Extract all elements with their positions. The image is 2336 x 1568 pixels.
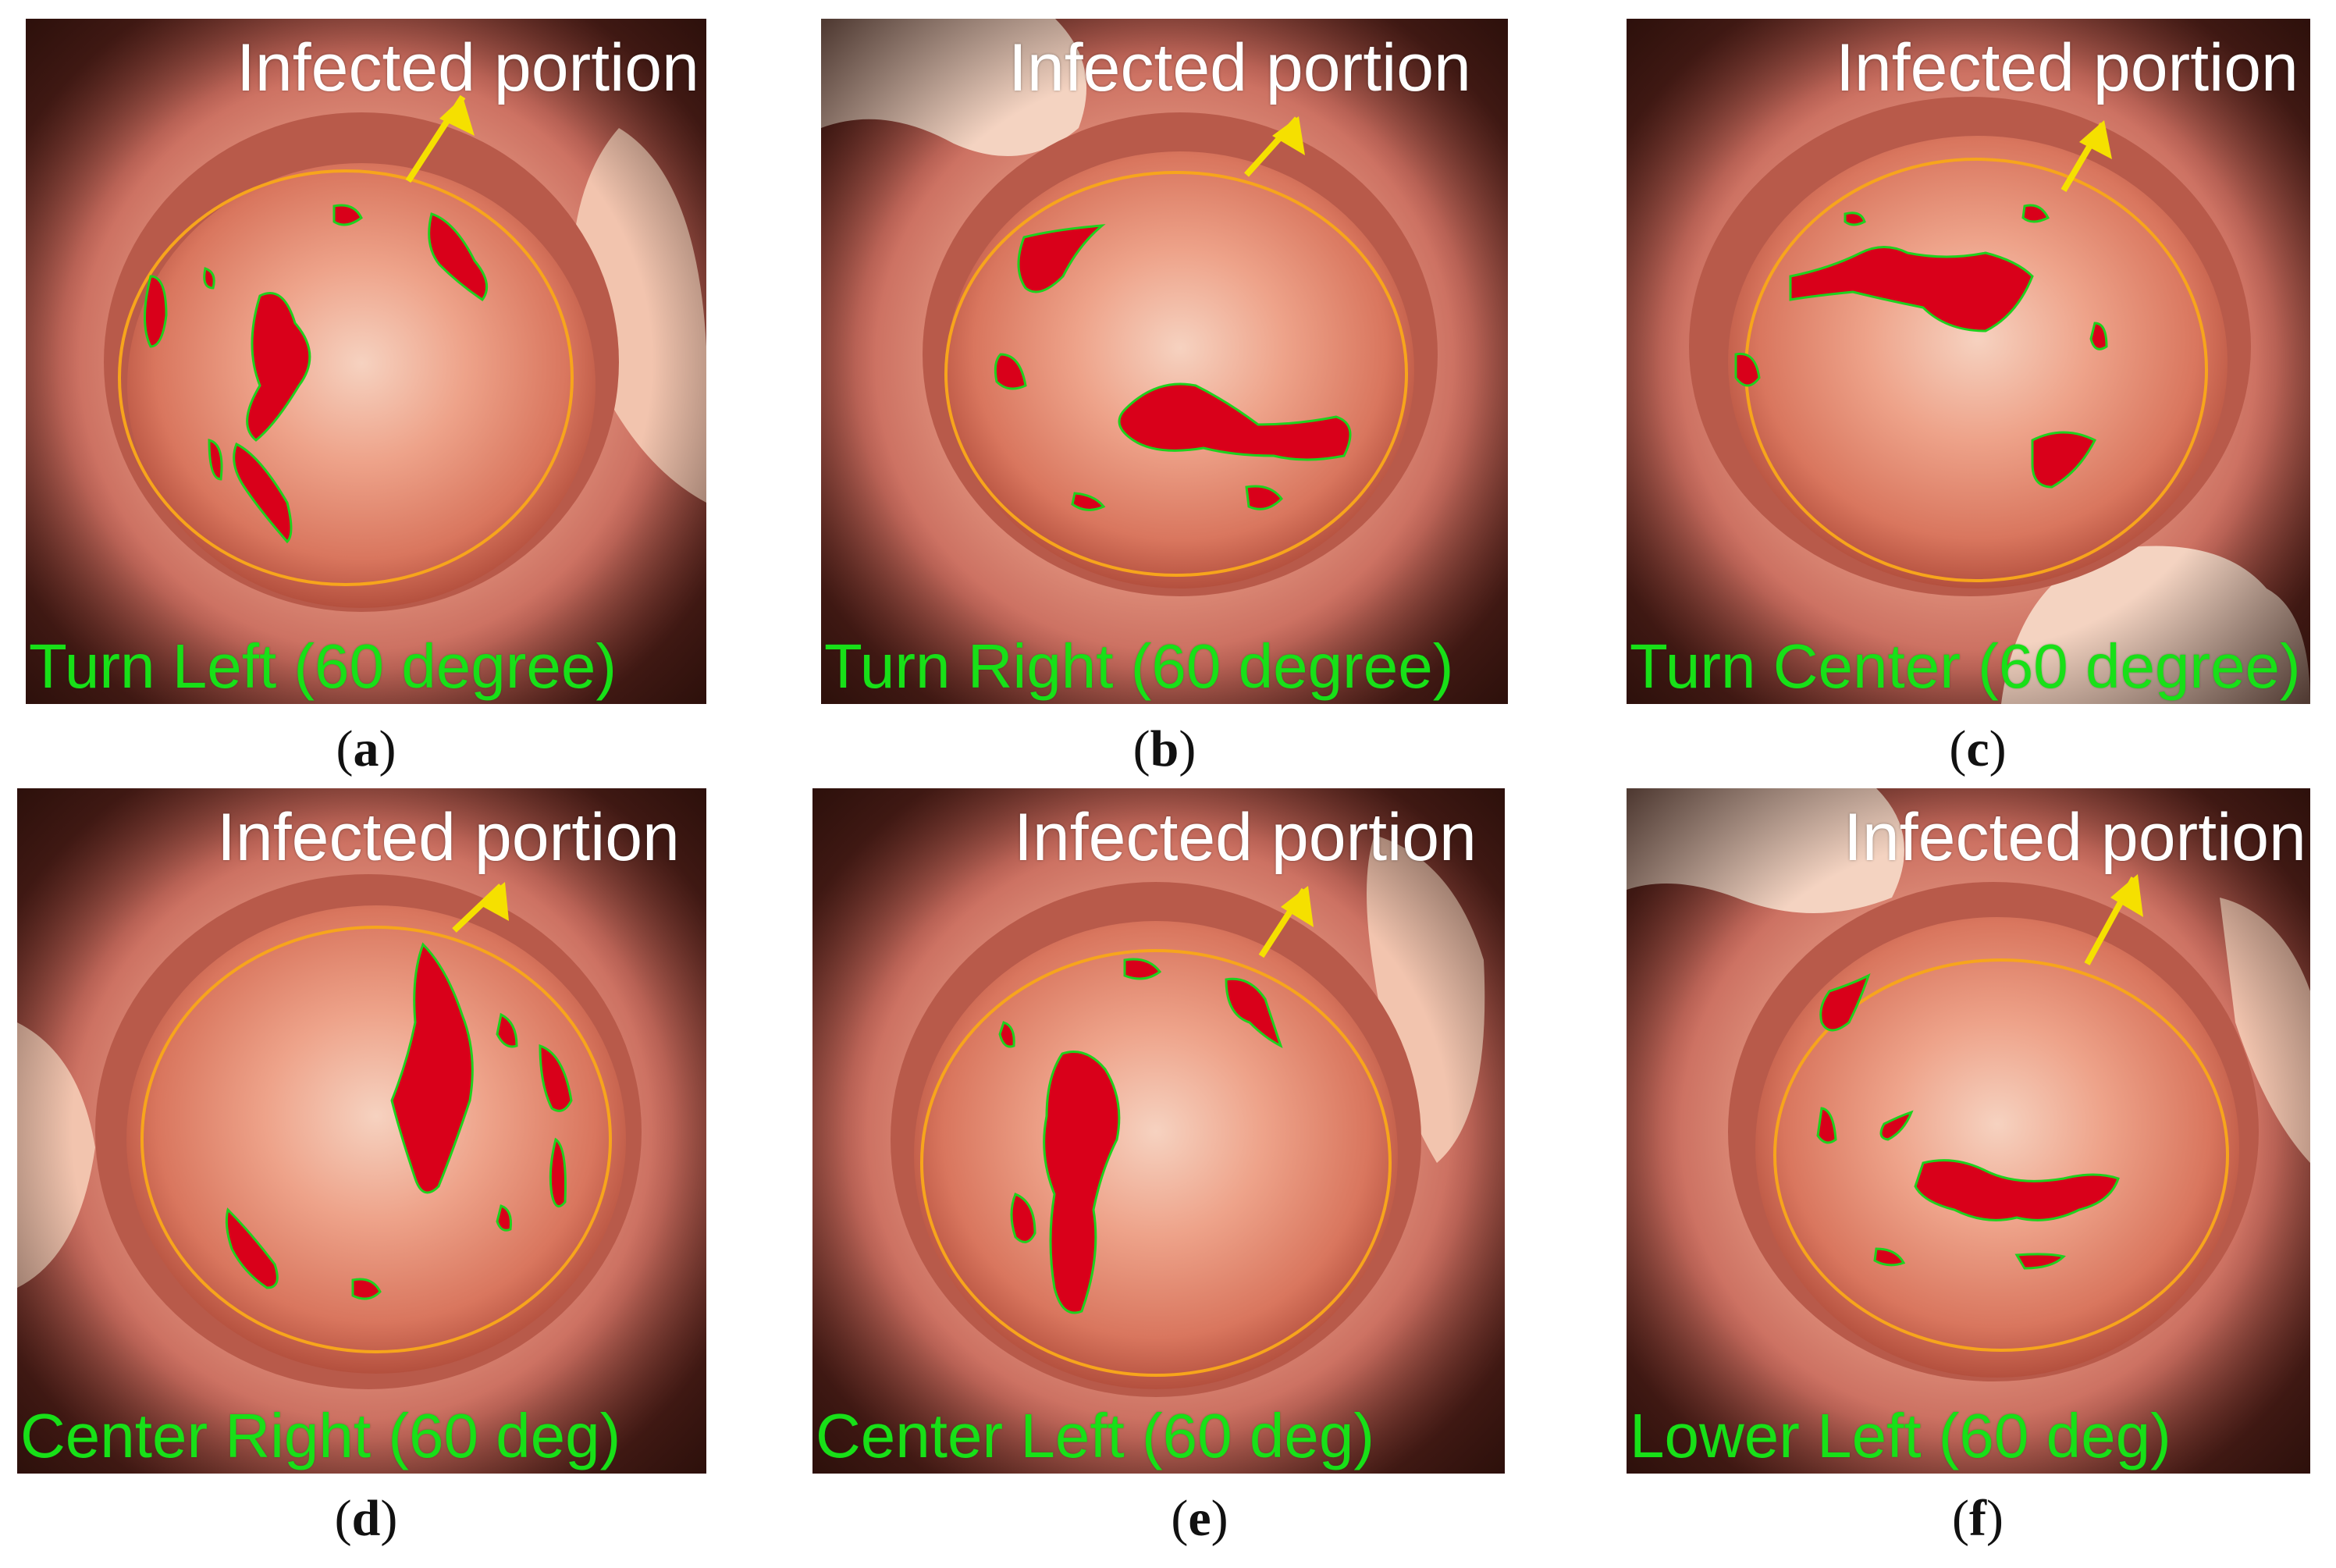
- view-angle-label: Lower Left (60 deg): [1630, 1401, 2171, 1470]
- caption-f: (f): [1952, 1490, 2004, 1547]
- view-angle-label: Turn Left (60 degree): [29, 631, 617, 701]
- view-angle-label: Center Right (60 deg): [20, 1401, 621, 1470]
- colposcopy-image-d: [17, 788, 706, 1474]
- panel-title: Infected portion: [236, 30, 699, 105]
- image-panel-a: Infected portion Turn Left (60 degree): [26, 19, 706, 704]
- image-panel-d: Infected portion Center Right (60 deg): [17, 788, 706, 1474]
- view-angle-label: Turn Center (60 degree): [1630, 631, 2301, 701]
- panel-title: Infected portion: [1008, 30, 1471, 105]
- caption-letter: a: [353, 720, 379, 777]
- caption-letter: e: [1188, 1490, 1211, 1547]
- caption-letter: b: [1150, 720, 1179, 777]
- view-angle-label: Center Left (60 deg): [816, 1401, 1374, 1470]
- panel-title: Infected portion: [1836, 30, 2299, 105]
- panel-title: Infected portion: [1014, 800, 1477, 875]
- colposcopy-image-b: [821, 19, 1508, 704]
- caption-d: (d): [334, 1490, 398, 1547]
- image-panel-e: Infected portion Center Left (60 deg): [812, 788, 1505, 1474]
- image-panel-f: Infected portion Lower Left (60 deg): [1627, 788, 2310, 1474]
- colposcopy-image-f: [1627, 788, 2310, 1474]
- caption-a: (a): [336, 720, 396, 777]
- caption-b: (b): [1132, 720, 1196, 777]
- caption-letter: f: [1969, 1490, 1986, 1547]
- colposcopy-image-e: [812, 788, 1505, 1474]
- view-angle-label: Turn Right (60 degree): [824, 631, 1454, 701]
- caption-c: (c): [1949, 720, 2007, 777]
- image-panel-c: Infected portion Turn Center (60 degree): [1627, 19, 2310, 704]
- colposcopy-image-c: [1627, 19, 2310, 704]
- colposcopy-image-a: [26, 19, 706, 704]
- caption-e: (e): [1171, 1490, 1228, 1547]
- panel-title: Infected portion: [217, 800, 680, 875]
- panel-title: Infected portion: [1844, 800, 2306, 875]
- image-panel-b: Infected portion Turn Right (60 degree): [821, 19, 1508, 704]
- caption-letter: c: [1966, 720, 1989, 777]
- caption-letter: d: [351, 1490, 381, 1547]
